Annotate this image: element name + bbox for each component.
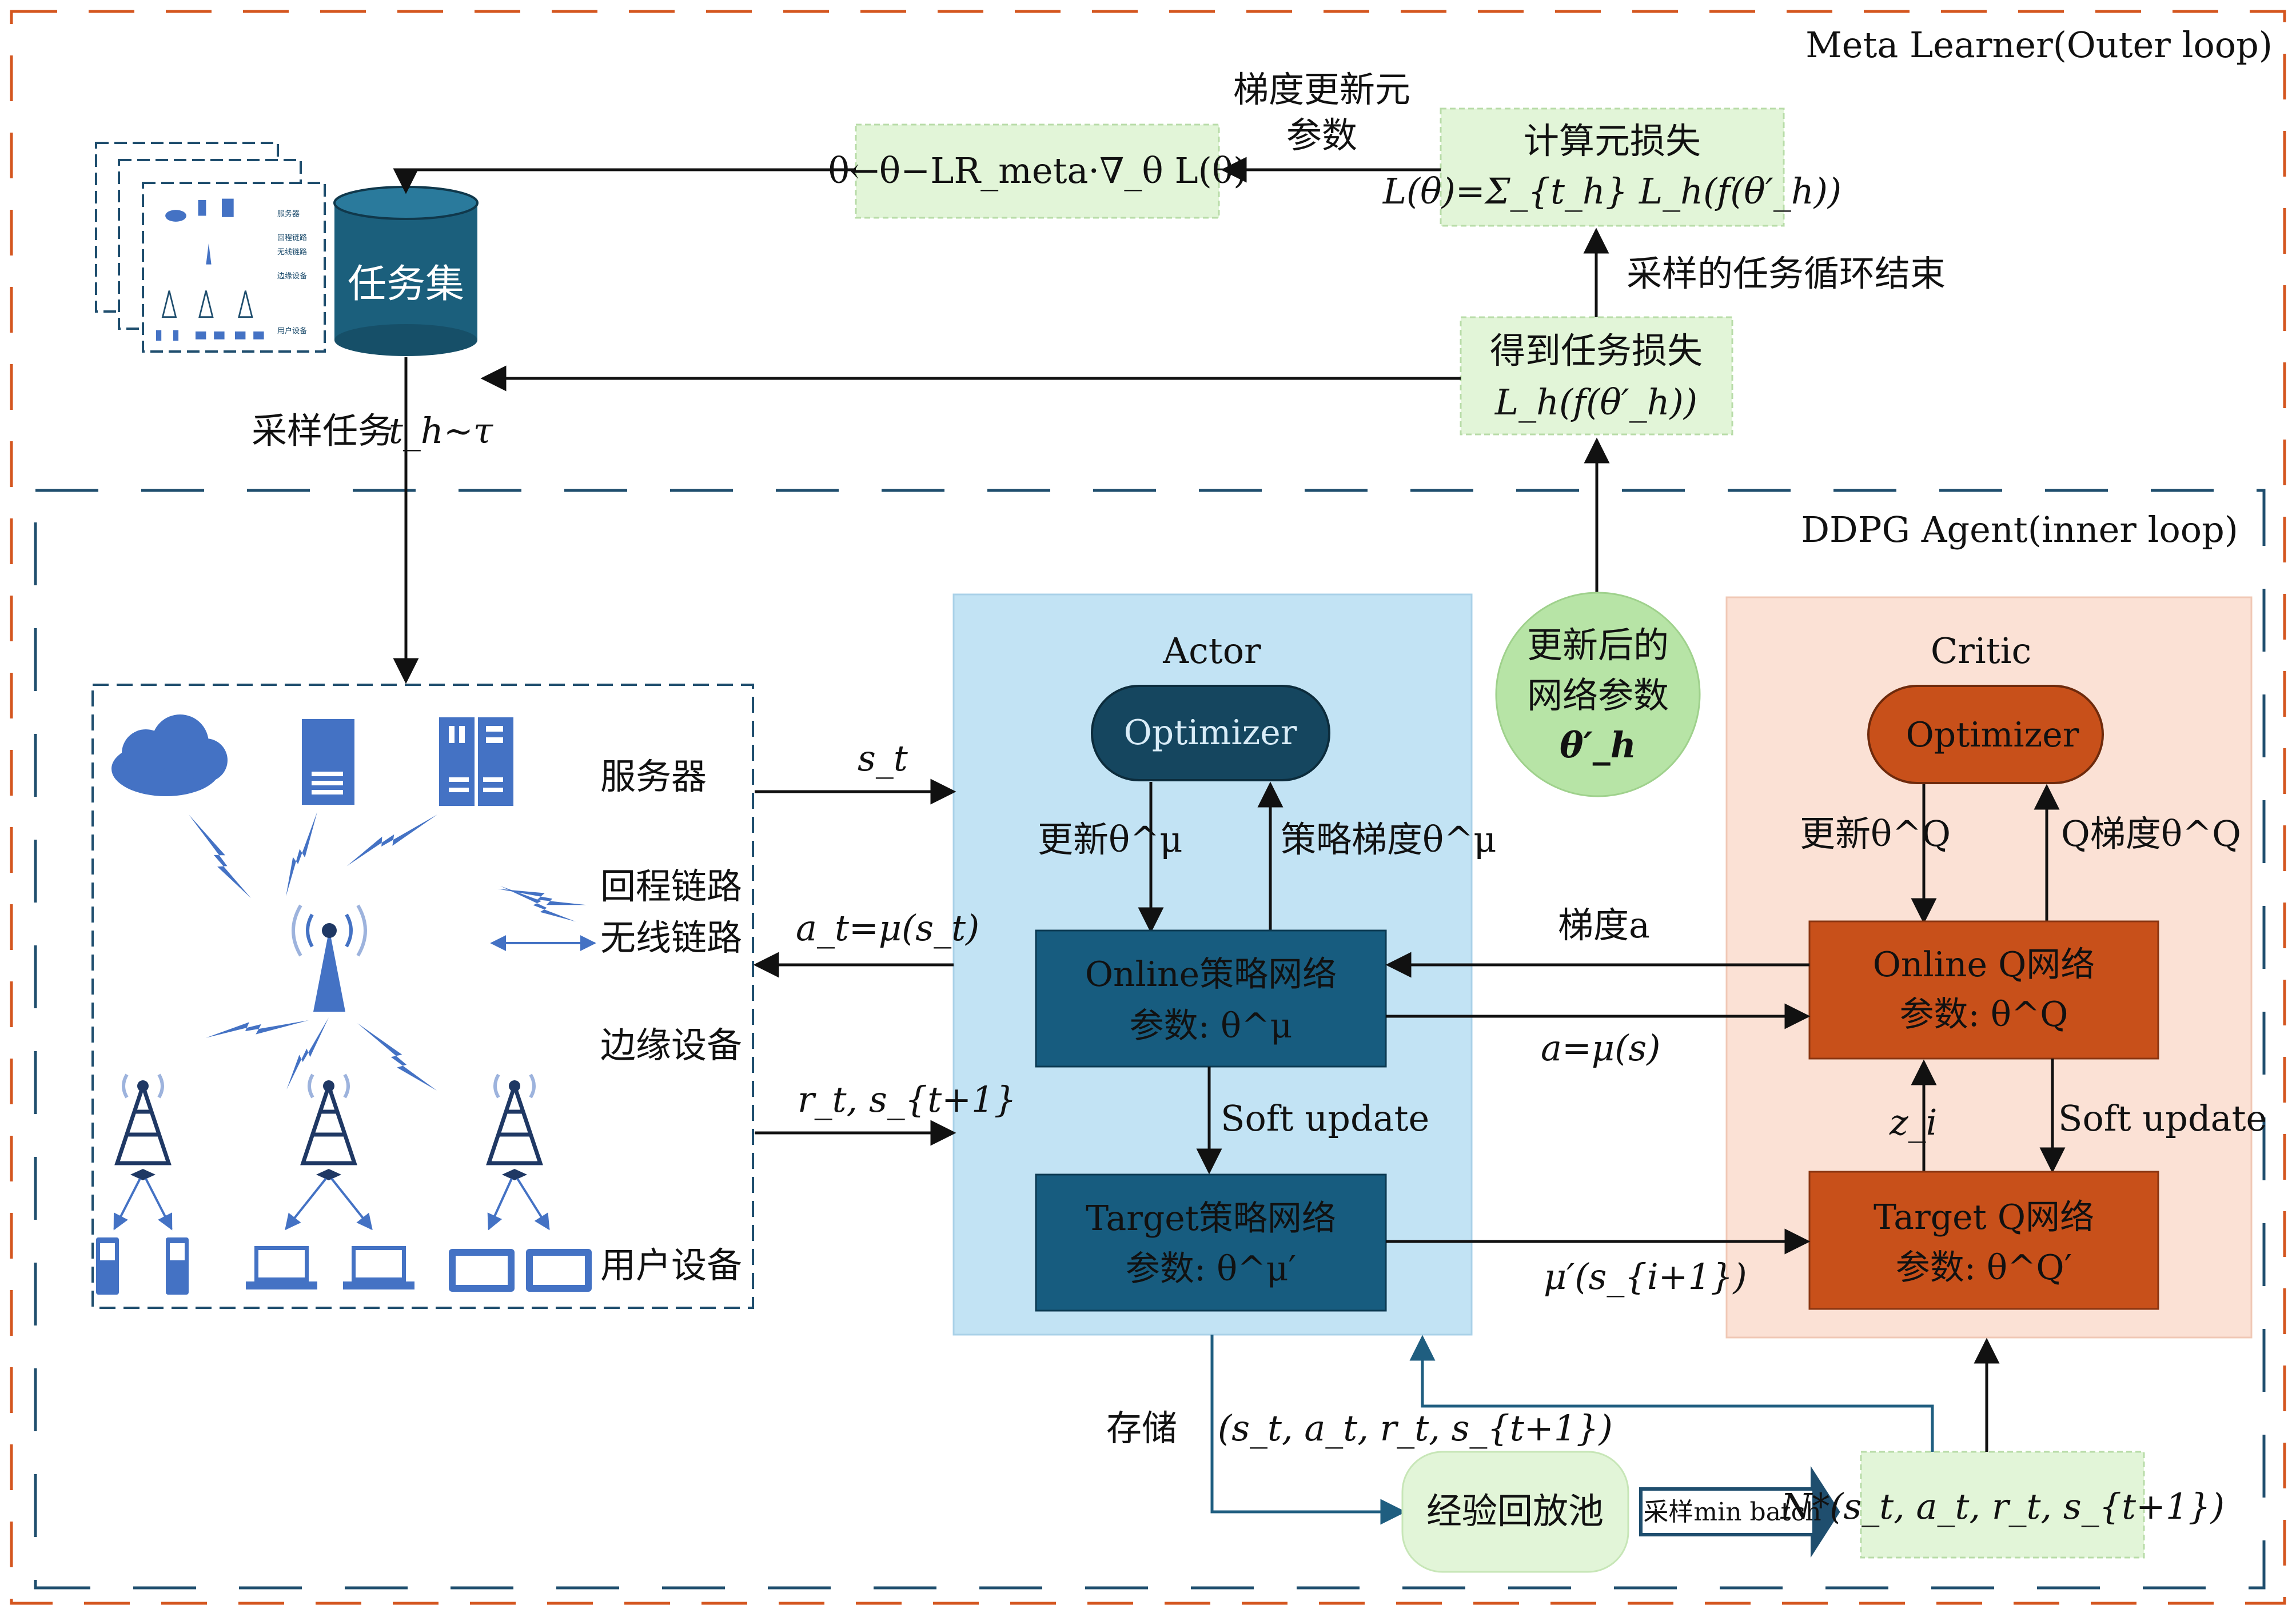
thumb-legend-wireless: 无线链路 (277, 247, 307, 257)
inner-loop-border (34, 489, 2266, 1590)
critic-update-label: 更新θ^Q (1800, 813, 1951, 855)
critic-online-line2: 参数: θ^Q (1900, 995, 2068, 1035)
sample-task-label: 采样任务 (252, 410, 393, 452)
thumb-legend-user: 用户设备 (277, 326, 307, 336)
minibatch-box (1860, 1451, 2145, 1559)
replay-pool (1401, 1451, 1629, 1573)
minibatch-label: N*(s_t, a_t, r_t, s_{t+1}) (1780, 1486, 2225, 1527)
legend-user: 用户设备 (600, 1244, 742, 1286)
state-label: s_t (858, 737, 908, 779)
legend-server: 服务器 (600, 756, 707, 797)
meta-update-label-line1: 梯度更新元 (1233, 69, 1410, 110)
task-loss-title: 得到任务损失 (1490, 330, 1703, 372)
updated-params-symbol: θ′_h (1560, 724, 1636, 766)
zi-label: z_i (1889, 1101, 1938, 1143)
mu-prime-label: μ′(s_{i+1}) (1544, 1256, 1747, 1297)
actor-online-line2: 参数: θ^μ (1130, 1006, 1293, 1046)
update-to-taskset-arrow (393, 168, 856, 194)
critic-target-line2: 参数: θ^Q′ (1896, 1248, 2072, 1288)
cloud-icon (111, 714, 228, 796)
actor-online-network[interactable] (1035, 929, 1387, 1068)
updated-params-circle (1495, 592, 1701, 797)
legend-wireless: 无线链路 (600, 917, 742, 959)
actor-optimizer (1091, 685, 1330, 781)
thumb-legend-server: 服务器 (277, 209, 300, 218)
critic-soft-update-label: Soft update (2058, 1097, 2267, 1139)
replay-pool-label: 经验回放池 (1426, 1490, 1604, 1532)
store-arrow (1210, 1335, 1406, 1525)
critic-online-line1: Online Q网络 (1873, 945, 2095, 985)
thumb-legend-backhaul: 回程链路 (277, 233, 307, 242)
critic-target-line1: Target Q网络 (1874, 1197, 2094, 1237)
legend-edge: 边缘设备 (600, 1024, 742, 1066)
task-set-label: 任务集 (348, 262, 464, 307)
actor-target-network[interactable] (1035, 1173, 1387, 1312)
task-loss-box (1460, 316, 1733, 436)
updated-params-line1: 更新后的 (1527, 624, 1669, 666)
sample-batch-label: 采样min batch (1643, 1498, 1821, 1527)
task-thumbnails: 服务器 回程链路 无线链路 边缘设备 用户设备 (95, 142, 326, 353)
actor-target-line1: Target策略网络 (1086, 1199, 1336, 1239)
reward-label: r_t, s_{t+1} (798, 1079, 1017, 1120)
server-icon (302, 719, 354, 805)
transition-label: (s_t, a_t, r_t, s_{t+1}) (1218, 1407, 1613, 1449)
meta-update-eq: θ←θ−LR_meta·∇_θ L(θ) (828, 150, 1247, 191)
legend-backhaul: 回程链路 (600, 865, 742, 907)
thumb-legend-edge: 边缘设备 (277, 272, 307, 281)
meta-loss-title: 计算元损失 (1524, 120, 1701, 162)
critic-target-network[interactable] (1808, 1171, 2159, 1310)
meta-loss-box (1440, 107, 1785, 227)
database-icon (333, 186, 479, 356)
meta-loss-eq: L(θ)=Σ_{t_h} L_h(f(θ′_h)) (1382, 170, 1841, 212)
tablet-icon (449, 1249, 592, 1292)
critic-optimizer-label: Optimizer (1906, 715, 2079, 755)
a-mu-s-label: a=μ(s) (1541, 1027, 1660, 1069)
meta-update-box (855, 123, 1220, 219)
actor-online-line1: Online策略网络 (1085, 955, 1337, 995)
critic-grad-label: Q梯度θ^Q (2061, 813, 2241, 855)
antenna-tower-icon (114, 1079, 543, 1165)
critic-online-network[interactable] (1808, 920, 2159, 1060)
rack-server-icon (439, 717, 513, 806)
meta-update-label-line2: 参数 (1286, 114, 1357, 156)
action-label: a_t=μ(s_t) (796, 907, 979, 949)
critic-optimizer (1867, 685, 2104, 784)
critic-title: Critic (1931, 630, 2031, 672)
store-label: 存储 (1106, 1407, 1177, 1449)
actor-optimizer-label: Optimizer (1124, 713, 1297, 753)
actor-title: Actor (1162, 630, 1261, 672)
phone-icon (96, 1237, 189, 1295)
actor-update-label: 更新θ^μ (1038, 819, 1183, 860)
gradient-a-label: 梯度a (1558, 904, 1650, 946)
outer-loop-title: Meta Learner(Outer loop) (1805, 24, 2273, 66)
wireless-tower-icon (292, 904, 367, 1012)
loop-end-label: 采样的任务循环结束 (1627, 253, 1946, 294)
inner-loop-title: DDPG Agent(inner loop) (1801, 509, 2238, 550)
minibatch-to-actor-arrow (1409, 1335, 1934, 1452)
actor-grad-label: 策略梯度θ^μ (1281, 819, 1497, 860)
updated-params-line2: 网络参数 (1527, 674, 1669, 716)
task-loss-eq: L_h(f(θ′_h)) (1494, 381, 1697, 423)
actor-soft-update-label: Soft update (1221, 1097, 1429, 1139)
actor-target-line2: 参数: θ^μ′ (1126, 1249, 1296, 1289)
laptop-icon (246, 1246, 414, 1289)
